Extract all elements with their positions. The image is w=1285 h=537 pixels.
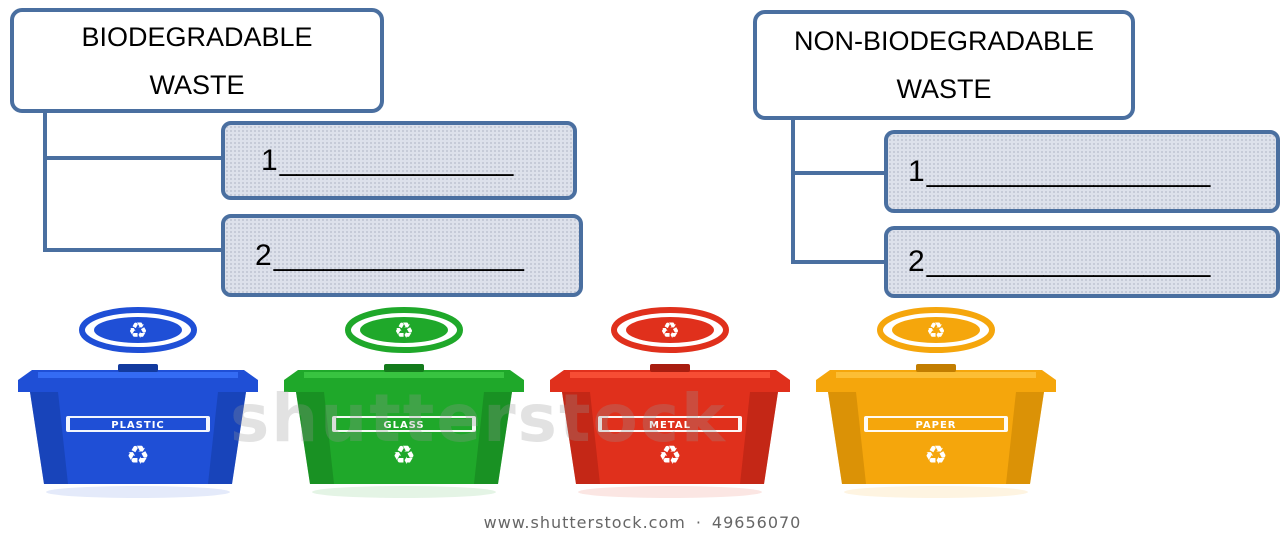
bin-body-shade — [828, 392, 866, 484]
left-connector-branch-2 — [43, 248, 223, 252]
non-biodegradable-answer-1[interactable]: 1 _________________ — [884, 130, 1280, 213]
answer-blank: _______________ — [273, 238, 524, 272]
bin-label-fill — [868, 418, 1004, 430]
answer-blank: ______________ — [279, 143, 514, 177]
non-biodegradable-title-line2: WASTE — [896, 74, 992, 104]
bin-lid-highlight — [570, 372, 770, 378]
bin-body-shade — [296, 392, 334, 484]
bin-recycle-icon: ♻ — [658, 441, 681, 471]
bin-handle — [384, 364, 424, 372]
bin-paper: ♻ PAPER ♻ — [816, 307, 1056, 498]
footer-id: 49656070 — [711, 513, 802, 532]
right-connector-branch-1 — [791, 171, 887, 175]
bin-body-shade — [474, 392, 512, 484]
bin-reflection — [578, 486, 762, 498]
bin-body — [562, 392, 778, 484]
watermark: shutterstock — [230, 380, 727, 457]
biodegradable-title-line2: WASTE — [149, 69, 245, 100]
right-connector-vertical — [791, 120, 795, 264]
answer-blank: _________________ — [926, 245, 1211, 278]
footer-site: www.shutterstock.com — [483, 513, 686, 532]
bin-label: PAPER — [915, 420, 956, 431]
recycle-glyph-icon: ♻ — [394, 319, 414, 344]
bin-handle — [118, 364, 158, 372]
biodegradable-title-box: BIODEGRADABLE WASTE — [10, 8, 384, 113]
right-connector-branch-2 — [791, 260, 887, 264]
recycle-icon — [892, 317, 980, 343]
bin-reflection — [844, 486, 1028, 498]
left-connector-branch-1 — [43, 156, 223, 160]
bin-body-shade — [30, 392, 68, 484]
bin-reflection — [46, 486, 230, 498]
recycle-icon — [94, 317, 182, 343]
footer-credit: www.shutterstock.com · 49656070 — [0, 513, 1285, 532]
recycle-glyph-icon: ♻ — [660, 319, 680, 344]
recycle-icon — [626, 317, 714, 343]
recycle-glyph-icon: ♻ — [128, 319, 148, 344]
bin-reflection — [312, 486, 496, 498]
biodegradable-answer-1[interactable]: 1 ______________ — [221, 121, 577, 200]
non-biodegradable-answer-2[interactable]: 2 _________________ — [884, 226, 1280, 298]
bin-handle — [650, 364, 690, 372]
bin-recycle-icon: ♻ — [924, 441, 947, 471]
bin-lid-highlight — [836, 372, 1036, 378]
bin-handle — [916, 364, 956, 372]
bin-label-fill — [602, 418, 738, 430]
bin-metal: ♻ METAL ♻ — [550, 307, 790, 498]
bin-body-shade — [740, 392, 778, 484]
recycle-icon — [360, 317, 448, 343]
bin-body — [30, 392, 246, 484]
bin-label: PLASTIC — [111, 420, 165, 431]
bin-recycle-icon: ♻ — [126, 441, 149, 471]
bin-lid-highlight — [38, 372, 238, 378]
answer-number: 1 — [261, 143, 278, 177]
left-connector-vertical — [43, 113, 47, 252]
recycle-glyph-icon: ♻ — [926, 319, 946, 344]
bin-body-shade — [1006, 392, 1044, 484]
bin-lid-highlight — [304, 372, 504, 378]
non-biodegradable-title-box: NON-BIODEGRADABLE WASTE — [753, 10, 1135, 120]
biodegradable-title-line1: BIODEGRADABLE — [81, 21, 313, 52]
bin-label-fill — [70, 418, 206, 430]
bin-plastic: ♻ PLASTIC ♻ — [18, 307, 258, 498]
bin-glass: ♻ GLASS ♻ — [284, 307, 524, 498]
bin-label: METAL — [649, 420, 691, 431]
non-biodegradable-title-line1: NON-BIODEGRADABLE — [793, 26, 1095, 56]
bin-recycle-icon: ♻ — [392, 441, 415, 471]
answer-blank: _________________ — [926, 154, 1211, 188]
biodegradable-answer-2[interactable]: 2 _______________ — [221, 214, 583, 297]
bin-body-shade — [208, 392, 246, 484]
bin-label: GLASS — [383, 420, 424, 431]
bin-body-shade — [562, 392, 600, 484]
bin-body — [296, 392, 512, 484]
footer-separator: · — [695, 513, 702, 532]
recycling-bins-illustration: ♻ PLASTIC ♻ ♻ GLASS ♻ ♻ METAL ♻ ♻ PAPER ♻ — [18, 307, 1056, 498]
answer-number: 1 — [908, 154, 925, 188]
bin-body — [828, 392, 1044, 484]
bin-label-fill — [336, 418, 472, 430]
answer-number: 2 — [255, 238, 272, 272]
answer-number: 2 — [908, 245, 925, 278]
